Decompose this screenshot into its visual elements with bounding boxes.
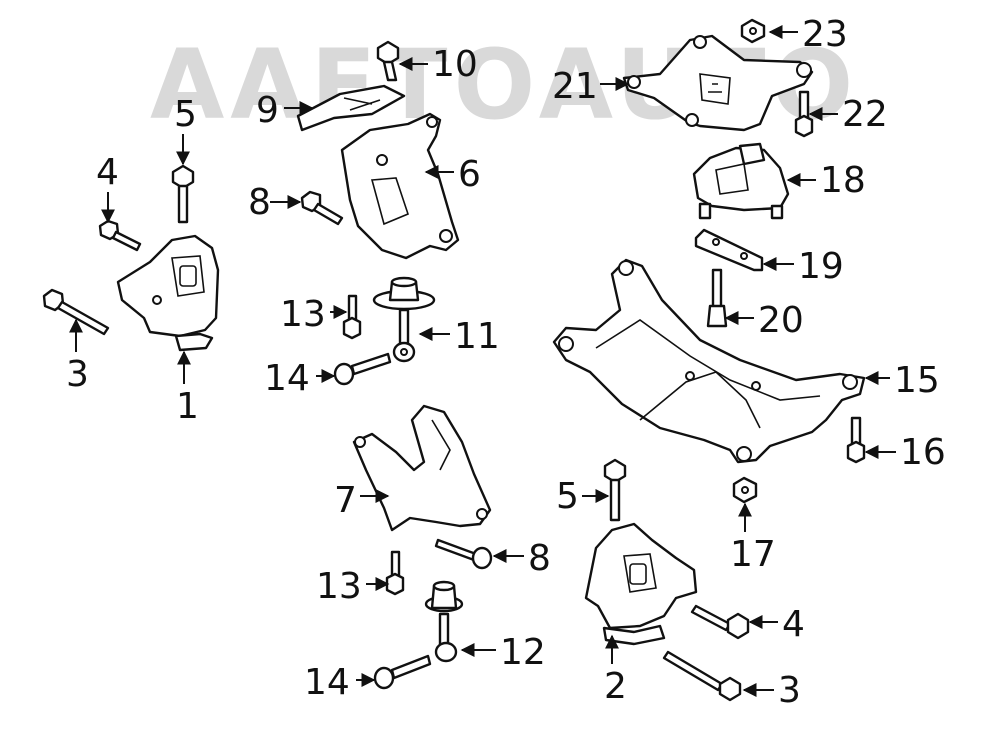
callout-18: 18 <box>820 160 866 201</box>
callout-20: 20 <box>758 300 804 341</box>
callout-17: 17 <box>730 534 776 575</box>
mount-bracket-21 <box>622 34 814 132</box>
callout-7: 7 <box>334 480 357 521</box>
callout-14-lower: 14 <box>304 662 350 703</box>
callout-13-upper: 13 <box>280 294 326 335</box>
transmission-mount-18 <box>692 142 790 220</box>
callout-1: 1 <box>176 386 199 427</box>
callout-4-right: 4 <box>782 604 805 645</box>
bolt-8-lower <box>434 538 493 570</box>
bolt-5-left <box>171 164 195 224</box>
callout-16: 16 <box>900 432 946 473</box>
callout-11: 11 <box>454 316 500 357</box>
callout-6: 6 <box>458 154 481 195</box>
bolt-13-lower <box>385 550 405 596</box>
bracket-7 <box>352 404 492 532</box>
spacer-plate-19 <box>694 228 764 272</box>
callout-labels: 1 2 3 3 4 4 5 5 6 7 8 8 9 10 11 12 13 13… <box>66 14 946 711</box>
bolt-13-upper <box>342 294 362 340</box>
nut-17 <box>732 476 758 504</box>
subframe-15 <box>552 258 866 464</box>
callout-21: 21 <box>552 66 598 107</box>
callout-23: 23 <box>802 14 848 55</box>
bolt-20 <box>706 268 728 328</box>
bracket-6 <box>340 112 460 260</box>
bolt-5-right <box>603 458 627 522</box>
callout-4-left: 4 <box>96 152 119 193</box>
callout-3-right: 3 <box>778 670 801 711</box>
bolt-14-lower <box>373 654 432 690</box>
callout-5-right: 5 <box>556 476 579 517</box>
callout-8-lower: 8 <box>528 538 551 579</box>
engine-mount-right <box>584 522 698 646</box>
callout-8-upper: 8 <box>248 182 271 223</box>
torque-link-11 <box>372 276 436 363</box>
callout-3-left: 3 <box>66 354 89 395</box>
callout-13-lower: 13 <box>316 566 362 607</box>
bolt-14-upper <box>333 352 392 386</box>
bolt-16 <box>846 416 866 464</box>
bolt-4-right <box>690 604 750 640</box>
nut-23 <box>740 18 766 44</box>
callout-12: 12 <box>500 632 546 673</box>
callout-2: 2 <box>604 666 627 707</box>
callout-9: 9 <box>256 90 279 131</box>
engine-mount-left <box>116 234 220 352</box>
bolt-8-upper <box>300 190 344 226</box>
bolt-3-right <box>662 650 742 702</box>
torque-link-12 <box>424 580 464 663</box>
callout-19: 19 <box>798 246 844 287</box>
leader-lines <box>69 25 896 697</box>
bolt-4-left <box>98 219 142 252</box>
callout-5-left: 5 <box>174 94 197 135</box>
bolt-3-left <box>42 288 110 336</box>
callout-10: 10 <box>432 44 478 85</box>
heat-shield <box>296 84 406 132</box>
callout-15: 15 <box>894 360 940 401</box>
bolt-22 <box>794 90 814 138</box>
callout-22: 22 <box>842 94 888 135</box>
callout-14-upper: 14 <box>264 358 310 399</box>
bolt-10 <box>376 40 400 82</box>
